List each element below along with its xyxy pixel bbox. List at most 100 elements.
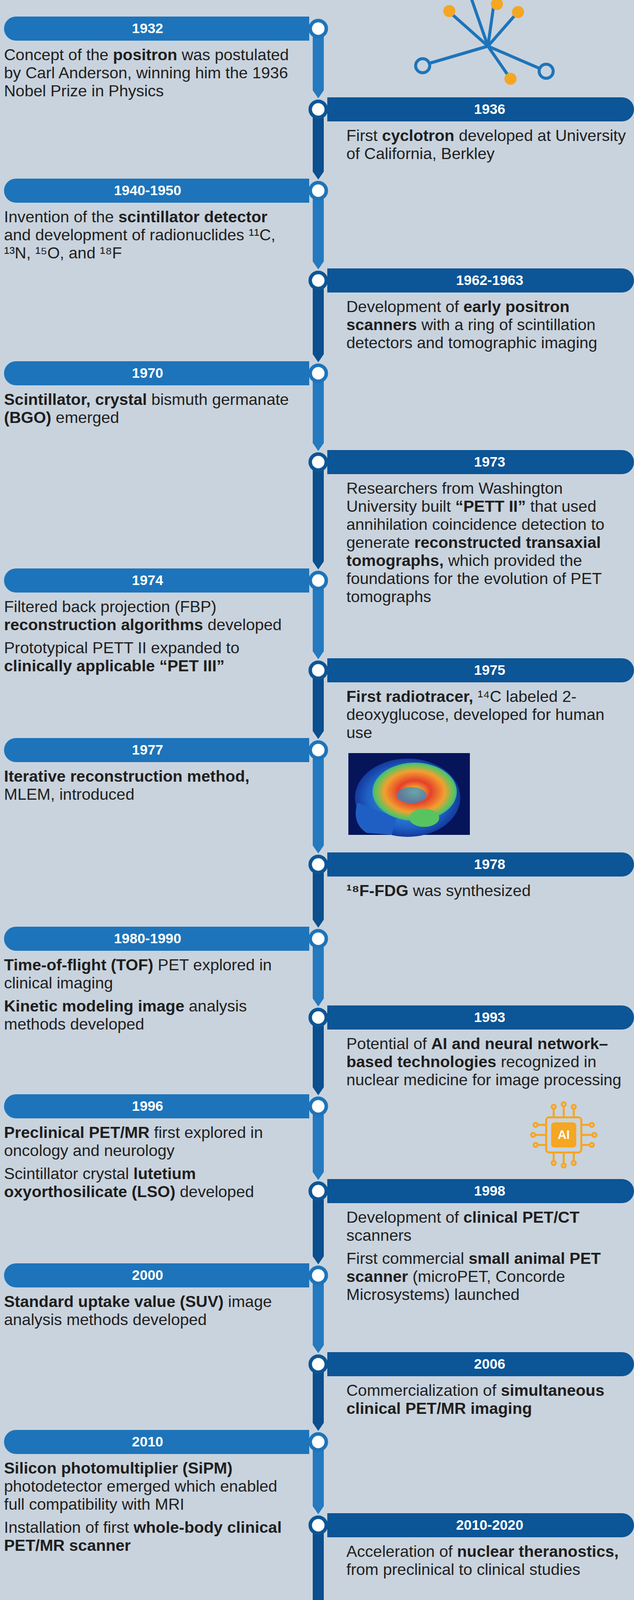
year-label: 1993	[473, 1009, 505, 1026]
network-line	[487, 46, 509, 76]
year-label: 2000	[132, 1268, 164, 1284]
chip-core	[552, 1123, 576, 1148]
year-banner: 2010	[4, 1430, 310, 1455]
emphasis-text: Time-of-flight	[4, 956, 107, 975]
emphasis-text: reconstruction	[70, 767, 183, 786]
emphasis-text: Kinetic	[4, 997, 58, 1016]
emphasis-text: positron	[112, 45, 178, 64]
year-banner: 1993	[327, 1005, 634, 1031]
timeline-dot	[310, 1356, 327, 1373]
timeline-dot	[310, 1009, 327, 1027]
year-banner: 1932	[4, 16, 310, 41]
year-label: 2010-2020	[456, 1517, 524, 1534]
emphasis-text: (LSO)	[131, 1183, 176, 1202]
timeline-dot	[310, 1183, 327, 1200]
year-banner: 2000	[4, 1263, 310, 1289]
chip-pin-end	[589, 1123, 594, 1128]
emphasis-text: cyclotron	[382, 126, 455, 145]
year-label: 1975	[473, 662, 505, 679]
timeline-dot	[310, 1098, 327, 1115]
year-banner: 1974	[4, 568, 310, 593]
network-line	[471, 0, 488, 47]
emphasis-text: (SiPM)	[182, 1459, 233, 1478]
year-label: 1970	[132, 365, 164, 382]
year-label: 1977	[132, 742, 164, 758]
emphasis-text: PET/MR	[88, 1123, 150, 1143]
event-description: Concept of the positron was postulated b…	[4, 45, 296, 100]
emphasis-text: nuclear	[457, 1543, 515, 1562]
year-label: 1962-1963	[456, 272, 524, 289]
year-banner: 1998	[327, 1179, 634, 1204]
year-label: 1932	[132, 20, 164, 37]
event-description: Invention of the scintillator detector a…	[4, 207, 296, 263]
emphasis-text: modeling	[62, 997, 134, 1016]
timeline-dot	[310, 454, 327, 471]
chip-pin-end	[592, 1133, 597, 1138]
network-lines	[429, 0, 540, 76]
emphasis-text: value	[134, 1293, 176, 1312]
chip-pin-end	[571, 1105, 576, 1110]
chip-pins	[535, 1106, 593, 1165]
timeline-dot	[310, 1517, 327, 1535]
timeline-event: 1978¹⁸F-FDG was synthesized	[327, 852, 634, 901]
emphasis-text: method,	[187, 767, 250, 786]
event-description: Acceleration of nuclear theranostics, fr…	[346, 1543, 630, 1580]
emphasis-text: Iterative	[4, 767, 66, 786]
ai-chip-icon	[531, 1102, 597, 1169]
emphasis-text: transaxial	[526, 533, 601, 552]
network-dot	[490, 0, 503, 11]
timeline-event: 1975First radiotracer, ¹⁴C labeled 2-deo…	[327, 658, 634, 742]
chip-pin-end	[571, 1161, 576, 1166]
timeline-event: 1980-1990Time-of-flight (TOF) PET explor…	[4, 927, 310, 1034]
year-banner: 1980-1990	[4, 927, 310, 952]
spine-segment	[312, 580, 324, 660]
event-description: Iterative reconstruction method, MLEM, i…	[4, 767, 296, 804]
timeline-dot	[310, 662, 327, 679]
event-description: Standard uptake value (SUV) image analys…	[4, 1293, 296, 1330]
year-banner: 1936	[327, 97, 634, 122]
timeline-event: 1993Potential of AI and neural network–b…	[327, 1005, 634, 1090]
chip-pin-end	[531, 1133, 536, 1138]
event-description: Silicon photomultiplier (SiPM) photodete…	[4, 1459, 296, 1514]
event-description: Researchers from Washington University b…	[346, 479, 630, 606]
timeline-event: 1974Filtered back projection (FBP) recon…	[4, 568, 310, 676]
spine-segment	[312, 462, 324, 570]
event-description: Commercialization of simultaneous clinic…	[346, 1381, 630, 1419]
timeline-dot	[310, 742, 327, 759]
spine-segment	[312, 939, 324, 1007]
timeline-dot	[310, 1434, 327, 1451]
event-description: Scintillator crystal lutetium oxyorthosi…	[4, 1165, 296, 1202]
timeline-dot	[310, 931, 327, 948]
event-description: ¹⁸F-FDG was synthesized	[346, 881, 630, 901]
spine-segment	[312, 109, 324, 180]
timeline-event: 1940-1950Invention of the scintillator d…	[4, 178, 310, 263]
timeline-event: 1970Scintillator, crystal bismuth german…	[4, 361, 310, 427]
emphasis-text: Preclinical	[4, 1123, 85, 1143]
emphasis-text: (BGO)	[4, 408, 52, 427]
timeline-event: 1936First cyclotron developed at Univers…	[327, 97, 634, 163]
chip-pin-ends	[531, 1102, 597, 1169]
emphasis-text: Scintillator,	[4, 390, 91, 409]
emphasis-text: animal	[514, 1249, 565, 1268]
chip-pin-end	[533, 1143, 538, 1148]
spine-segment	[312, 1018, 324, 1096]
timeline-event: 1998Development of clinical PET/CT scann…	[327, 1179, 634, 1305]
emphasis-text: reconstruction	[4, 615, 117, 634]
head-scan	[354, 758, 461, 838]
spine-segment	[312, 750, 324, 854]
timeline-event: 1977Iterative reconstruction method, MLE…	[4, 738, 310, 804]
year-label: 1940-1950	[113, 182, 182, 199]
event-description: First commercial small animal PET scanne…	[346, 1249, 630, 1305]
emphasis-text: whole-body	[133, 1518, 223, 1538]
year-banner: 2006	[327, 1352, 634, 1377]
network-ring	[539, 64, 554, 79]
chip-pin-end	[561, 1102, 566, 1107]
emphasis-text: AI	[431, 1035, 448, 1054]
emphasis-text: First	[346, 687, 382, 706]
emphasis-text: reconstructed	[414, 533, 522, 552]
emphasis-text: clinically	[4, 657, 72, 676]
emphasis-text: III”	[203, 657, 225, 676]
emphasis-text: scanner	[69, 1537, 132, 1556]
year-label: 1998	[473, 1183, 505, 1200]
emphasis-text: “PET	[159, 657, 199, 676]
